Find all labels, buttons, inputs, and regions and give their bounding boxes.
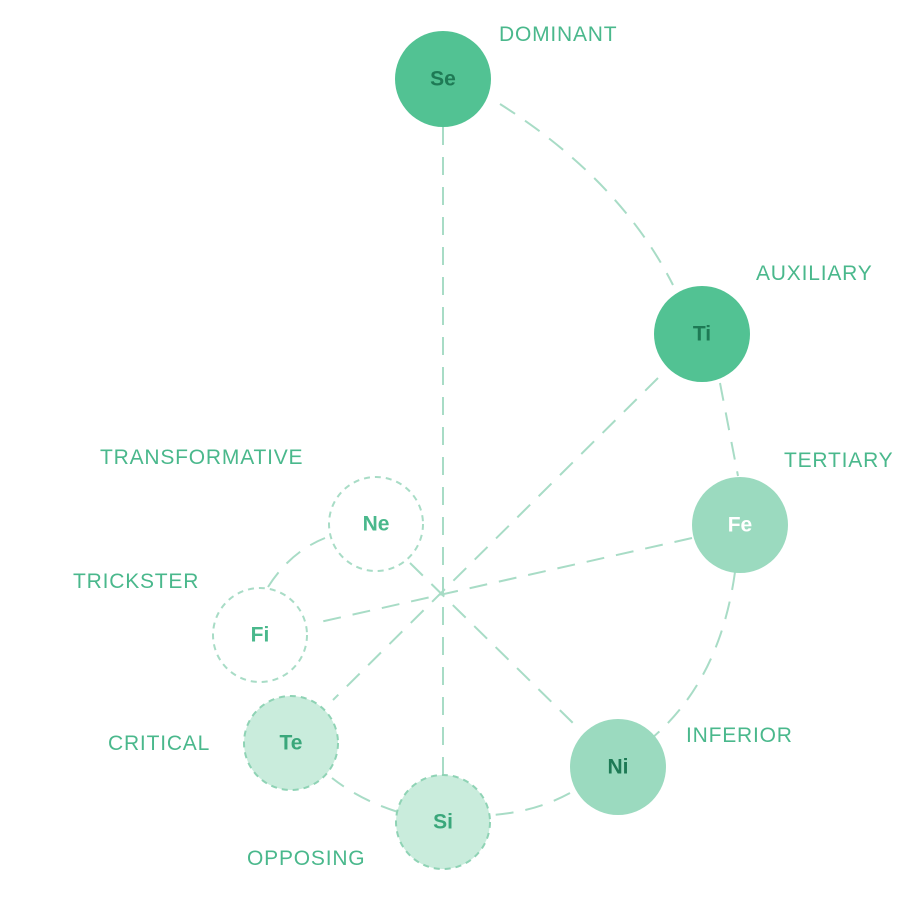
- function-label: Fe: [728, 514, 753, 537]
- function-si: Si OPPOSING: [247, 774, 491, 870]
- function-ne: Ne TRANSFORMATIVE: [100, 446, 424, 572]
- function-circle: [570, 719, 666, 815]
- function-circle: [212, 587, 308, 683]
- function-label: Se: [430, 68, 456, 91]
- axis-fe-fi: [319, 537, 693, 623]
- role-label: INFERIOR: [686, 724, 793, 747]
- role-label: TRANSFORMATIVE: [100, 446, 303, 469]
- axis-ne-ni: [409, 562, 576, 726]
- role-label: CRITICAL: [108, 732, 210, 755]
- function-ni: Ni INFERIOR: [570, 719, 793, 815]
- role-label: DOMINANT: [499, 23, 617, 46]
- function-circle: [395, 31, 491, 127]
- function-circle: [692, 477, 788, 573]
- connectors: [267, 103, 739, 816]
- function-circle: [243, 695, 339, 791]
- function-label: Ni: [608, 756, 629, 779]
- arc-si-te: [331, 777, 399, 813]
- function-label: Ti: [693, 323, 711, 346]
- role-label: TRICKSTER: [73, 570, 199, 593]
- function-ti: Ti AUXILIARY: [654, 262, 873, 382]
- function-fi: Fi TRICKSTER: [73, 570, 308, 683]
- function-circle: [395, 774, 491, 870]
- axis-ti-te: [332, 377, 659, 701]
- role-label: TERTIARY: [784, 449, 893, 472]
- arc-ni-si: [491, 792, 571, 816]
- function-label: Si: [433, 811, 453, 834]
- function-se: Se DOMINANT: [395, 23, 617, 127]
- function-circle: [654, 286, 750, 382]
- role-label: OPPOSING: [247, 847, 365, 870]
- function-label: Ne: [363, 513, 390, 536]
- function-circle: [328, 476, 424, 572]
- function-te: Te CRITICAL: [108, 695, 339, 791]
- arc-se-ti: [499, 103, 674, 286]
- role-label: AUXILIARY: [756, 262, 873, 285]
- function-fe: Fe TERTIARY: [692, 449, 893, 573]
- function-label: Te: [280, 732, 303, 755]
- arc-fi-ne: [267, 537, 326, 588]
- function-label: Fi: [251, 624, 270, 647]
- arc-fe-ni: [651, 571, 736, 739]
- line-ti-fe: [719, 382, 739, 477]
